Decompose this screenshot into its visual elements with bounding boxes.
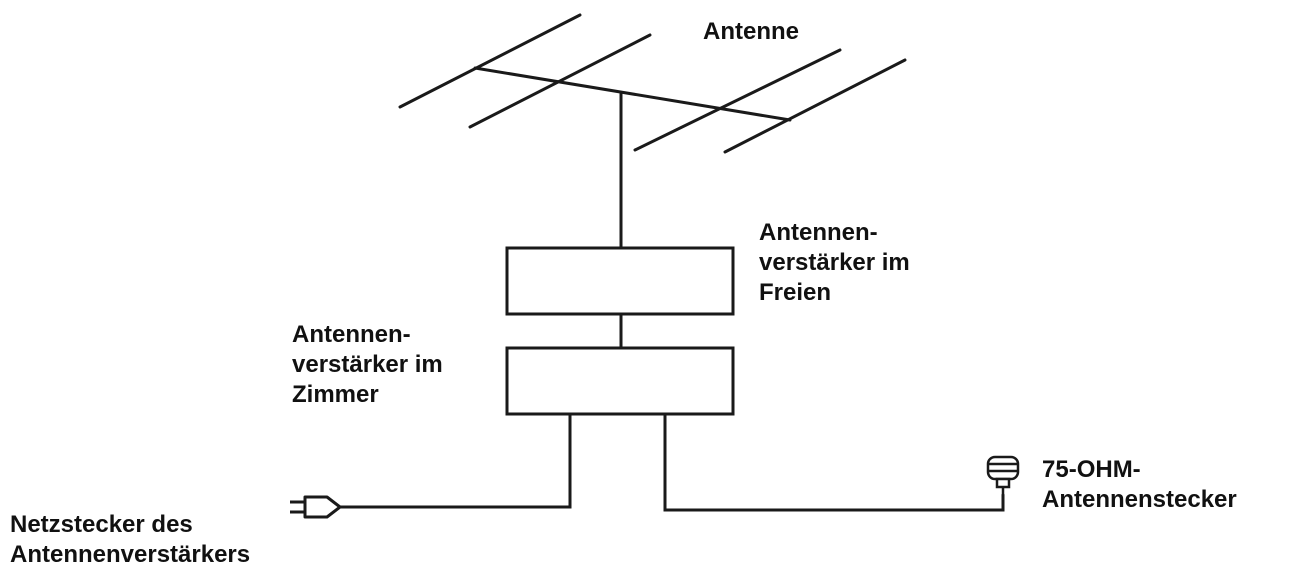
antenna-element-3 [633,48,842,152]
power-cable [338,412,572,509]
antenna-element-4 [723,58,907,154]
antenna-boom [473,66,792,122]
outdoor-amplifier-box [505,246,735,316]
indoor-amplifier-box [505,346,735,416]
power-plug-label: Netzstecker des Antennenverstärkers [10,511,251,568]
outdoor-amplifier-label: Antennen- verstärker im Freien [759,219,910,306]
antenna-label: Antenne [703,18,799,45]
antenna-connector-label: 75-OHM- Antennenstecker [1042,456,1237,513]
antenna-element-1 [398,13,582,109]
power-plug-icon [290,495,342,519]
indoor-amplifier-label: Antennen- verstärker im Zimmer [292,321,443,408]
antenna-element-2 [468,33,652,129]
antenna-cable [663,412,1005,512]
antenna-icon [398,13,907,250]
coax-connector-icon [986,455,1020,496]
